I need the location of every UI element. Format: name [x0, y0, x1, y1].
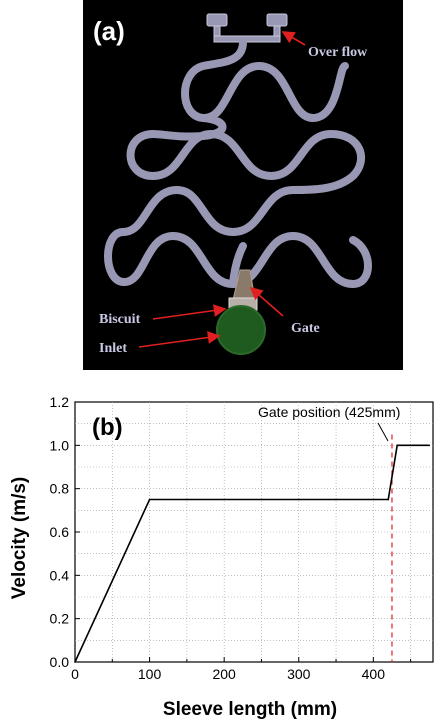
velocity-data-point — [387, 498, 390, 501]
overflow-callout: Over flow — [308, 45, 368, 60]
series-layer — [74, 444, 431, 663]
y-tick-label: 1.0 — [50, 437, 70, 453]
y-tick-label: 1.2 — [50, 394, 70, 410]
biscuit-arrow — [152, 304, 227, 320]
gate-callout: Gate — [291, 321, 320, 336]
gate-arrow — [249, 286, 284, 317]
y-axis-title: Velocity (m/s) — [9, 477, 30, 600]
velocity-chart: 0 100 200 300 400 0.0 0.2 0.4 0.6 0.8 1.0 1.2 (b) G… — [9, 394, 434, 720]
overflow-arrow — [281, 31, 306, 46]
x-tick-label: 0 — [71, 666, 79, 682]
casting-diagram: (a) Over flow Biscuit Gate Inlet — [93, 13, 372, 356]
inlet-arrow — [138, 331, 221, 348]
gate-position-annotation: Gate position (425mm) — [258, 404, 400, 420]
plot-frame — [74, 401, 434, 663]
gate-annotation-arrow — [377, 422, 389, 442]
x-tick-label: 200 — [212, 666, 236, 682]
velocity-data-point — [148, 498, 151, 501]
x-tick-label: 100 — [138, 666, 162, 682]
velocity-data-point — [428, 444, 431, 447]
panel-b-label: (b) — [92, 414, 123, 441]
inlet-callout: Inlet — [99, 341, 127, 356]
overflow-manifold — [206, 13, 288, 43]
y-tick-label: 0.8 — [50, 481, 70, 497]
inlet-shape — [216, 305, 266, 355]
x-tick-label: 400 — [362, 666, 386, 682]
x-tick-label: 300 — [287, 666, 311, 682]
y-tick-label: 0.2 — [50, 611, 70, 627]
y-tick-label: 0.6 — [50, 524, 70, 540]
serpentine-channel — [104, 38, 372, 288]
tick-layer: 0 100 200 300 400 0.0 0.2 0.4 0.6 0.8 1.0 1.2 — [50, 394, 412, 682]
panel-a-label: (a) — [93, 16, 125, 46]
y-tick-label: 0.0 — [50, 654, 70, 670]
biscuit-callout: Biscuit — [99, 312, 141, 327]
casting-diagram-panel: (a) Over flow Biscuit Gate Inlet — [83, 0, 403, 370]
velocity-data-point — [396, 444, 399, 447]
x-axis-title: Sleeve length (mm) — [163, 699, 337, 720]
y-tick-label: 0.4 — [50, 567, 70, 583]
velocity-data-point — [74, 661, 76, 663]
grid-layer — [75, 402, 433, 662]
